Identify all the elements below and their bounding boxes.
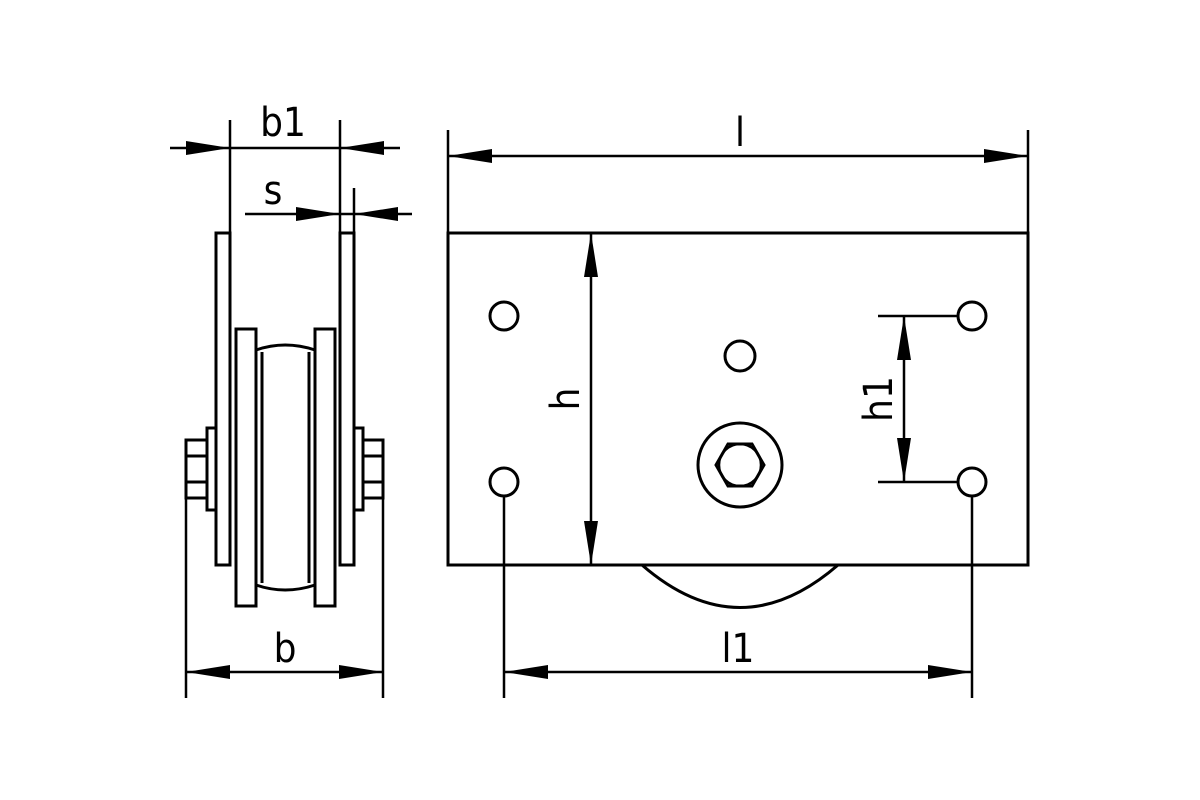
mounting-plate	[446, 231, 1030, 567]
b1-arrow-right	[340, 141, 384, 155]
l1-arrow-left	[504, 665, 548, 679]
axle-hex-nut	[714, 442, 766, 488]
b-label: b	[274, 626, 297, 672]
left-wheel-flange	[234, 327, 258, 608]
right-wheel-flange	[313, 327, 337, 608]
b1-label: b1	[260, 100, 306, 146]
l-arrow-right	[984, 149, 1028, 163]
s-arrow-left	[296, 207, 340, 221]
h-label: h	[543, 388, 589, 411]
s-arrow-right	[354, 207, 398, 221]
front-view: l h h1 l1	[446, 110, 1030, 698]
bolt-head	[184, 438, 209, 500]
l1-label: l1	[722, 626, 755, 672]
mounting-hole-center	[723, 339, 757, 373]
axle-hex-inner	[717, 442, 763, 488]
h-arrow-top	[584, 233, 598, 277]
side-view: b1 s b	[170, 100, 412, 698]
b1-arrow-left	[186, 141, 230, 155]
wheel-groove	[254, 343, 317, 592]
wheel-arc	[641, 563, 839, 609]
axle-washer	[696, 421, 784, 509]
l-label: l	[735, 110, 745, 156]
left-side-plate	[214, 231, 232, 567]
right-side-plate	[338, 231, 356, 567]
h1-arrow-bottom	[897, 438, 911, 482]
l1-arrow-right	[928, 665, 972, 679]
b-arrow-right	[339, 665, 383, 679]
b-arrow-left	[186, 665, 230, 679]
h1-arrow-top	[897, 316, 911, 360]
l-arrow-left	[448, 149, 492, 163]
s-label: s	[264, 168, 283, 214]
mounting-hole-top-left	[488, 300, 520, 332]
mounting-hole-top-right	[956, 300, 988, 332]
axle-nut	[361, 438, 385, 500]
h1-label: h1	[856, 376, 902, 422]
h-arrow-bottom	[584, 521, 598, 565]
mounting-hole-bottom-right	[956, 466, 988, 498]
mounting-hole-bottom-left	[488, 466, 520, 498]
